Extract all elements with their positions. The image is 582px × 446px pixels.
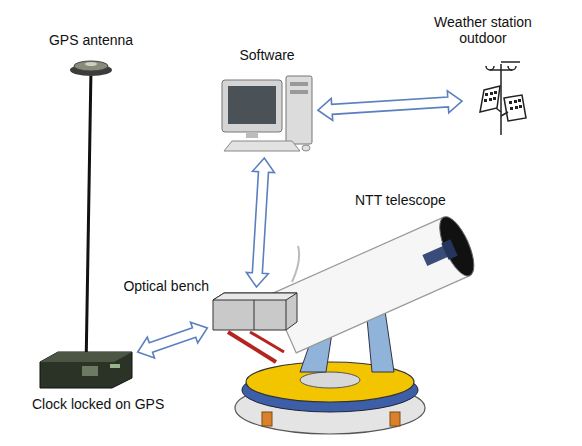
illustration-node: NTT telescope: [300, 215, 450, 295]
double-arrow: [138, 322, 208, 358]
illustration-node: Clock locked on GPS: [40, 352, 132, 388]
part-label: Clock locked on GPS: [32, 396, 192, 412]
part-label: NTT telescope: [355, 192, 465, 208]
computer-icon: [222, 76, 312, 151]
illustration-node: Optical bench: [213, 293, 297, 330]
part-label: Software: [212, 47, 322, 63]
part-label: GPS antenna: [30, 32, 152, 48]
double-arrow: [246, 158, 274, 287]
part-label: Weather station outdoor: [426, 14, 540, 46]
antenna-cable: [86, 76, 91, 352]
illustration-node: Weather station outdoor: [468, 62, 535, 135]
optical-bench-box: [213, 293, 297, 330]
illustration-node: Software: [222, 75, 312, 152]
illustration-node: GPS antenna: [70, 60, 112, 76]
gps-antenna-icon: [70, 61, 112, 76]
part-label: Optical bench: [111, 278, 209, 294]
double-arrow: [318, 91, 462, 120]
weather-station-icon: [480, 62, 526, 135]
gps-clock-icon: [40, 352, 132, 388]
